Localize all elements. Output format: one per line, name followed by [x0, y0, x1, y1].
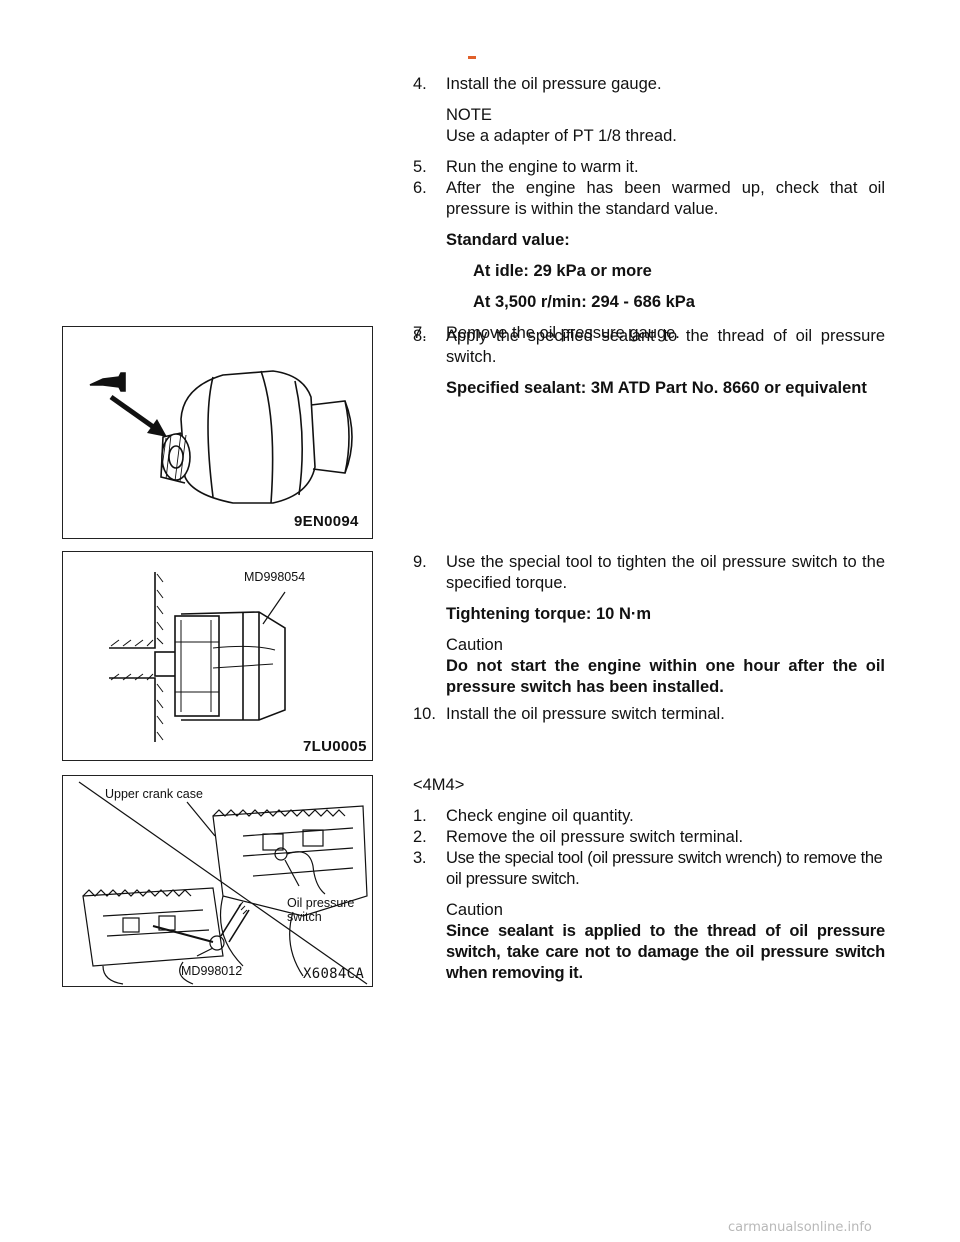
caution-label: Caution — [446, 636, 503, 654]
caution-text: Do not start the engine within one hour … — [446, 657, 885, 696]
sealant-spec: Specified sealant: 3M ATD Part No. 8660 … — [446, 379, 867, 397]
step-text: Remove the oil pressure gauge. — [446, 324, 680, 342]
section-apply-sealant: 8. Apply the specified sealant to the thr… — [413, 326, 885, 399]
crank-case-drawing — [78, 781, 368, 985]
watermark: carmanualsonline.info — [728, 1220, 872, 1235]
step-text: Install the oil pressure switch terminal… — [446, 705, 725, 723]
standard-value-3500: At 3,500 r/min: 294 - 686 kPa — [473, 293, 695, 311]
step-text: Check engine oil quantity. — [446, 807, 634, 825]
tightening-torque: Tightening torque: 10 N·m — [446, 605, 652, 623]
tool-label: MD998012 — [181, 964, 243, 978]
oil-pressure-switch-drawing — [89, 370, 353, 504]
step-number: 3. — [413, 849, 427, 867]
step-number: 9. — [413, 553, 427, 571]
step-text: Run the engine to warm it. — [446, 158, 639, 176]
section-4m4-removal: <4M4> 1. Check engine oil quantity. 2. Rem… — [413, 775, 885, 984]
step-text: Remove the oil pressure switch terminal. — [446, 828, 744, 846]
oil-pressure-switch-label-line2: switch — [287, 910, 322, 924]
step-text: After the engine has been warmed up, che… — [446, 179, 885, 218]
standard-value-label: Standard value: — [446, 231, 570, 249]
note-label: NOTE — [446, 106, 492, 124]
caution-text: Since sealant is applied to the thread o… — [446, 922, 885, 982]
tool-label: MD998054 — [244, 570, 306, 584]
step-number: 4. — [413, 75, 427, 93]
crank-case-label: Upper crank case — [105, 787, 203, 801]
figure-code: 7LU0005 — [303, 738, 367, 755]
step-text: Use the special tool to tighten the oil … — [446, 553, 885, 592]
step-text: Install the oil pressure gauge. — [446, 75, 662, 93]
figure-code: 9EN0094 — [294, 513, 359, 530]
section-tighten-switch: 9. Use the special tool to tighten the oi… — [413, 552, 885, 725]
figure-upper-crank-case: Upper crank case Oil pressure switch MD9… — [62, 775, 373, 987]
section-heading: <4M4> — [413, 776, 465, 794]
standard-value-idle: At idle: 29 kPa or more — [473, 262, 652, 280]
step-number: 1. — [413, 807, 427, 825]
step-number: 2. — [413, 828, 427, 846]
tool-tighten-drawing — [109, 572, 286, 742]
note-text: Use a adapter of PT 1/8 thread. — [446, 127, 677, 145]
step-text: Use the special tool (oil pressure switc… — [446, 849, 883, 888]
oil-pressure-switch-label-line1: Oil pressure — [287, 896, 355, 910]
figure-code: X6084CA — [303, 966, 365, 982]
figure-oil-pressure-switch: 9EN0094 — [62, 326, 373, 539]
step-number: 10. — [413, 705, 436, 723]
step-number: 7. — [413, 324, 427, 342]
step-number: 8. — [413, 327, 427, 345]
step-number: 6. — [413, 179, 427, 197]
caution-label: Caution — [446, 901, 503, 919]
figure-special-tool-tighten: MD998054 7LU0005 — [62, 551, 373, 761]
step-text: Apply the specified sealant to the threa… — [446, 327, 885, 366]
section-oil-gauge-install: 4. Install the oil pressure gauge. NOTE U… — [413, 74, 885, 344]
page-marker — [468, 56, 476, 59]
step-number: 5. — [413, 158, 427, 176]
